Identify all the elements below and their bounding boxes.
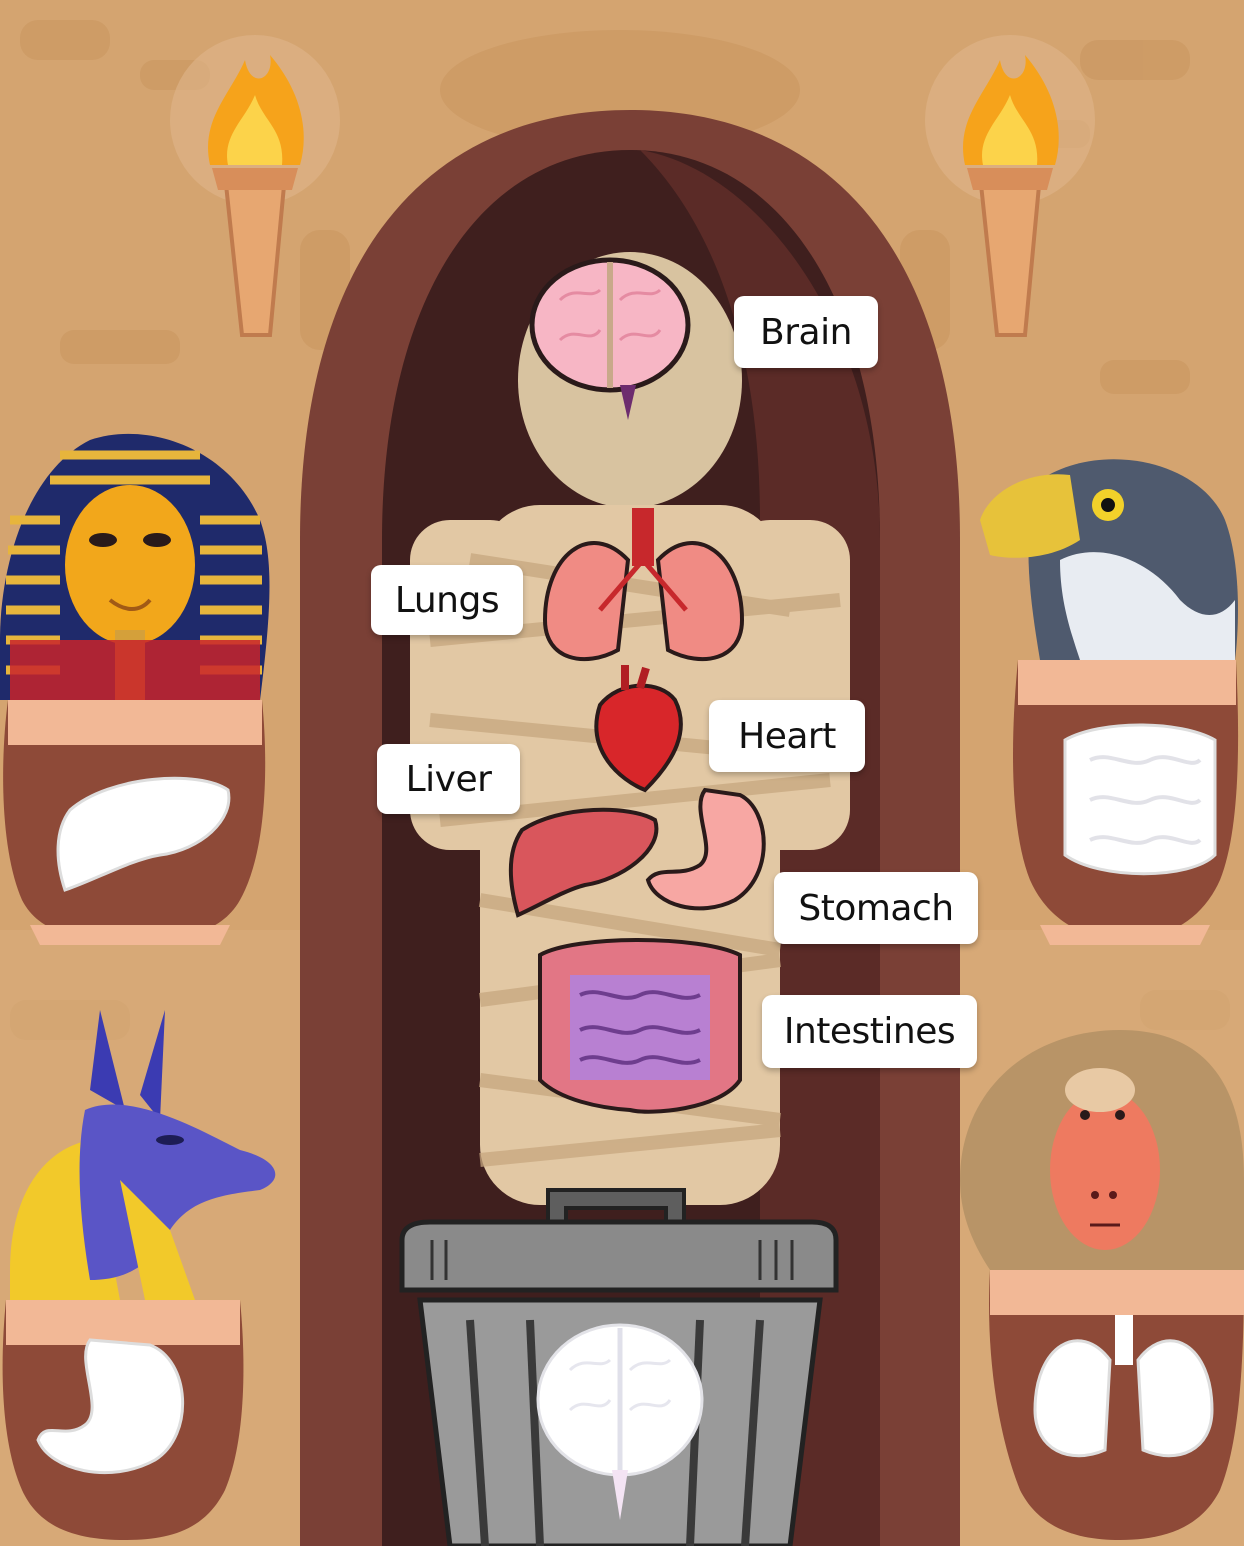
label-liver[interactable]: Liver [377,744,520,814]
label-heart[interactable]: Heart [709,700,865,772]
label-brain[interactable]: Brain [734,296,878,368]
label-lungs[interactable]: Lungs [371,565,523,635]
intestines-icon [1065,725,1215,874]
intestines-icon [540,940,740,1112]
label-intestines[interactable]: Intestines [762,995,977,1068]
label-stomach[interactable]: Stomach [774,872,978,944]
